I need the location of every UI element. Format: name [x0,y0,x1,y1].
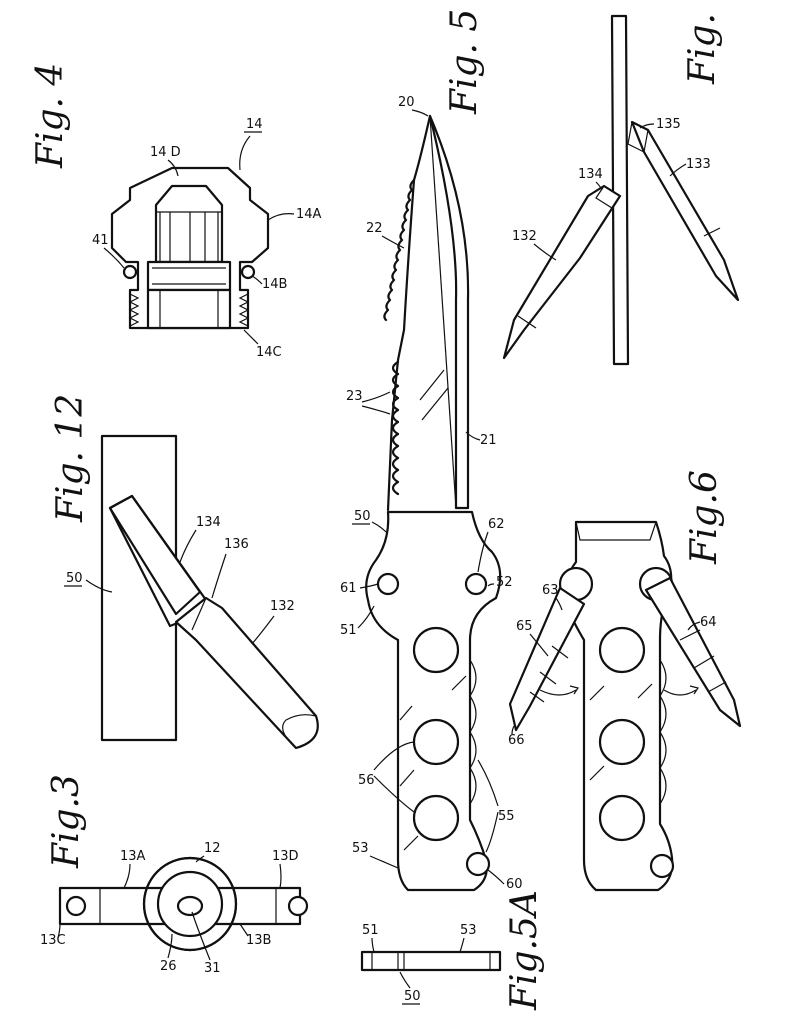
fig5-label-62: 62 [488,517,505,532]
fig3-label-13b: 13B [246,933,271,948]
fig11-label-132: 132 [512,229,537,244]
fig12-label-136: 136 [224,537,249,552]
fig3-label-26: 26 [160,959,177,974]
fig3-clamp-plan [58,856,309,952]
fig5a-label-50: 50 [404,989,421,1004]
fig12-title: Fig. 12 [50,394,91,523]
fig11-label-135: 135 [656,117,681,132]
fig5a-label-51: 51 [362,923,379,938]
fig3-labels: 13A 12 13D 13C 26 31 13B Fig.3 [40,774,299,976]
fig4-coupling-section [110,166,270,330]
fig12-labels: 50 134 136 132 Fig. 12 [50,394,295,645]
fig5-knife [365,114,502,892]
fig11-labels: 135 134 133 132 Fig. 11 [512,0,723,261]
fig5-label-20: 20 [398,95,415,110]
fig5a-label-53: 53 [460,923,477,938]
fig6-title: Fig.6 [684,470,725,565]
fig4-labels: 14 14 D 14A 14B 14C 41 Fig. 4 [30,63,322,360]
fig4-label-14b: 14B [262,277,287,292]
fig5-label-52: 52 [496,575,513,590]
fig3-label-13d: 13D [272,849,299,864]
fig4-label-14d: 14 D [150,145,181,160]
fig5-label-50: 50 [354,509,371,524]
fig12-label-134: 134 [196,515,221,530]
fig3-label-13c: 13C [40,933,66,948]
fig5a-labels: 51 53 50 Fig.5A [362,890,545,1011]
fig5-label-23: 23 [346,389,363,404]
fig5-labels: 20 22 23 21 50 61 62 51 52 56 55 53 60 F… [340,9,523,892]
fig6-label-66: 66 [508,733,525,748]
fig12-label-132: 132 [270,599,295,614]
fig5-label-22: 22 [366,221,383,236]
fig3-label-13a: 13A [120,849,146,864]
fig5-label-60: 60 [506,877,523,892]
fig12-sheath-section [100,434,319,750]
fig5-label-55: 55 [498,809,515,824]
fig5a-title: Fig.5A [504,890,545,1011]
fig3-label-31: 31 [204,961,221,976]
fig4-label-14: 14 [246,117,263,132]
fig5-label-61: 61 [340,581,357,596]
fig11-label-133: 133 [686,157,711,172]
fig5a-handle-edge [360,950,502,972]
fig12-label-50: 50 [66,571,83,586]
fig4-title: Fig. 4 [30,63,71,169]
fig6-label-65: 65 [516,619,533,634]
fig6-labels: 63 65 64 66 Fig.6 [508,470,725,748]
fig4-label-41: 41 [92,233,109,248]
fig11-label-134: 134 [578,167,603,182]
fig11-pins-on-rod [502,14,740,366]
fig3-label-12: 12 [204,841,221,856]
fig5-title: Fig. 5 [444,9,485,115]
fig5-label-21: 21 [480,433,497,448]
fig5-label-53: 53 [352,841,369,856]
fig4-label-14a: 14A [296,207,322,222]
fig11-title: Fig. 11 [682,0,723,85]
fig3-title: Fig.3 [46,774,87,869]
fig4-label-14c: 14C [256,345,282,360]
fig5-label-51: 51 [340,623,357,638]
fig6-label-63: 63 [542,583,559,598]
fig6-handle-with-pins [508,520,742,892]
fig6-label-64: 64 [700,615,717,630]
fig5-label-56: 56 [358,773,375,788]
